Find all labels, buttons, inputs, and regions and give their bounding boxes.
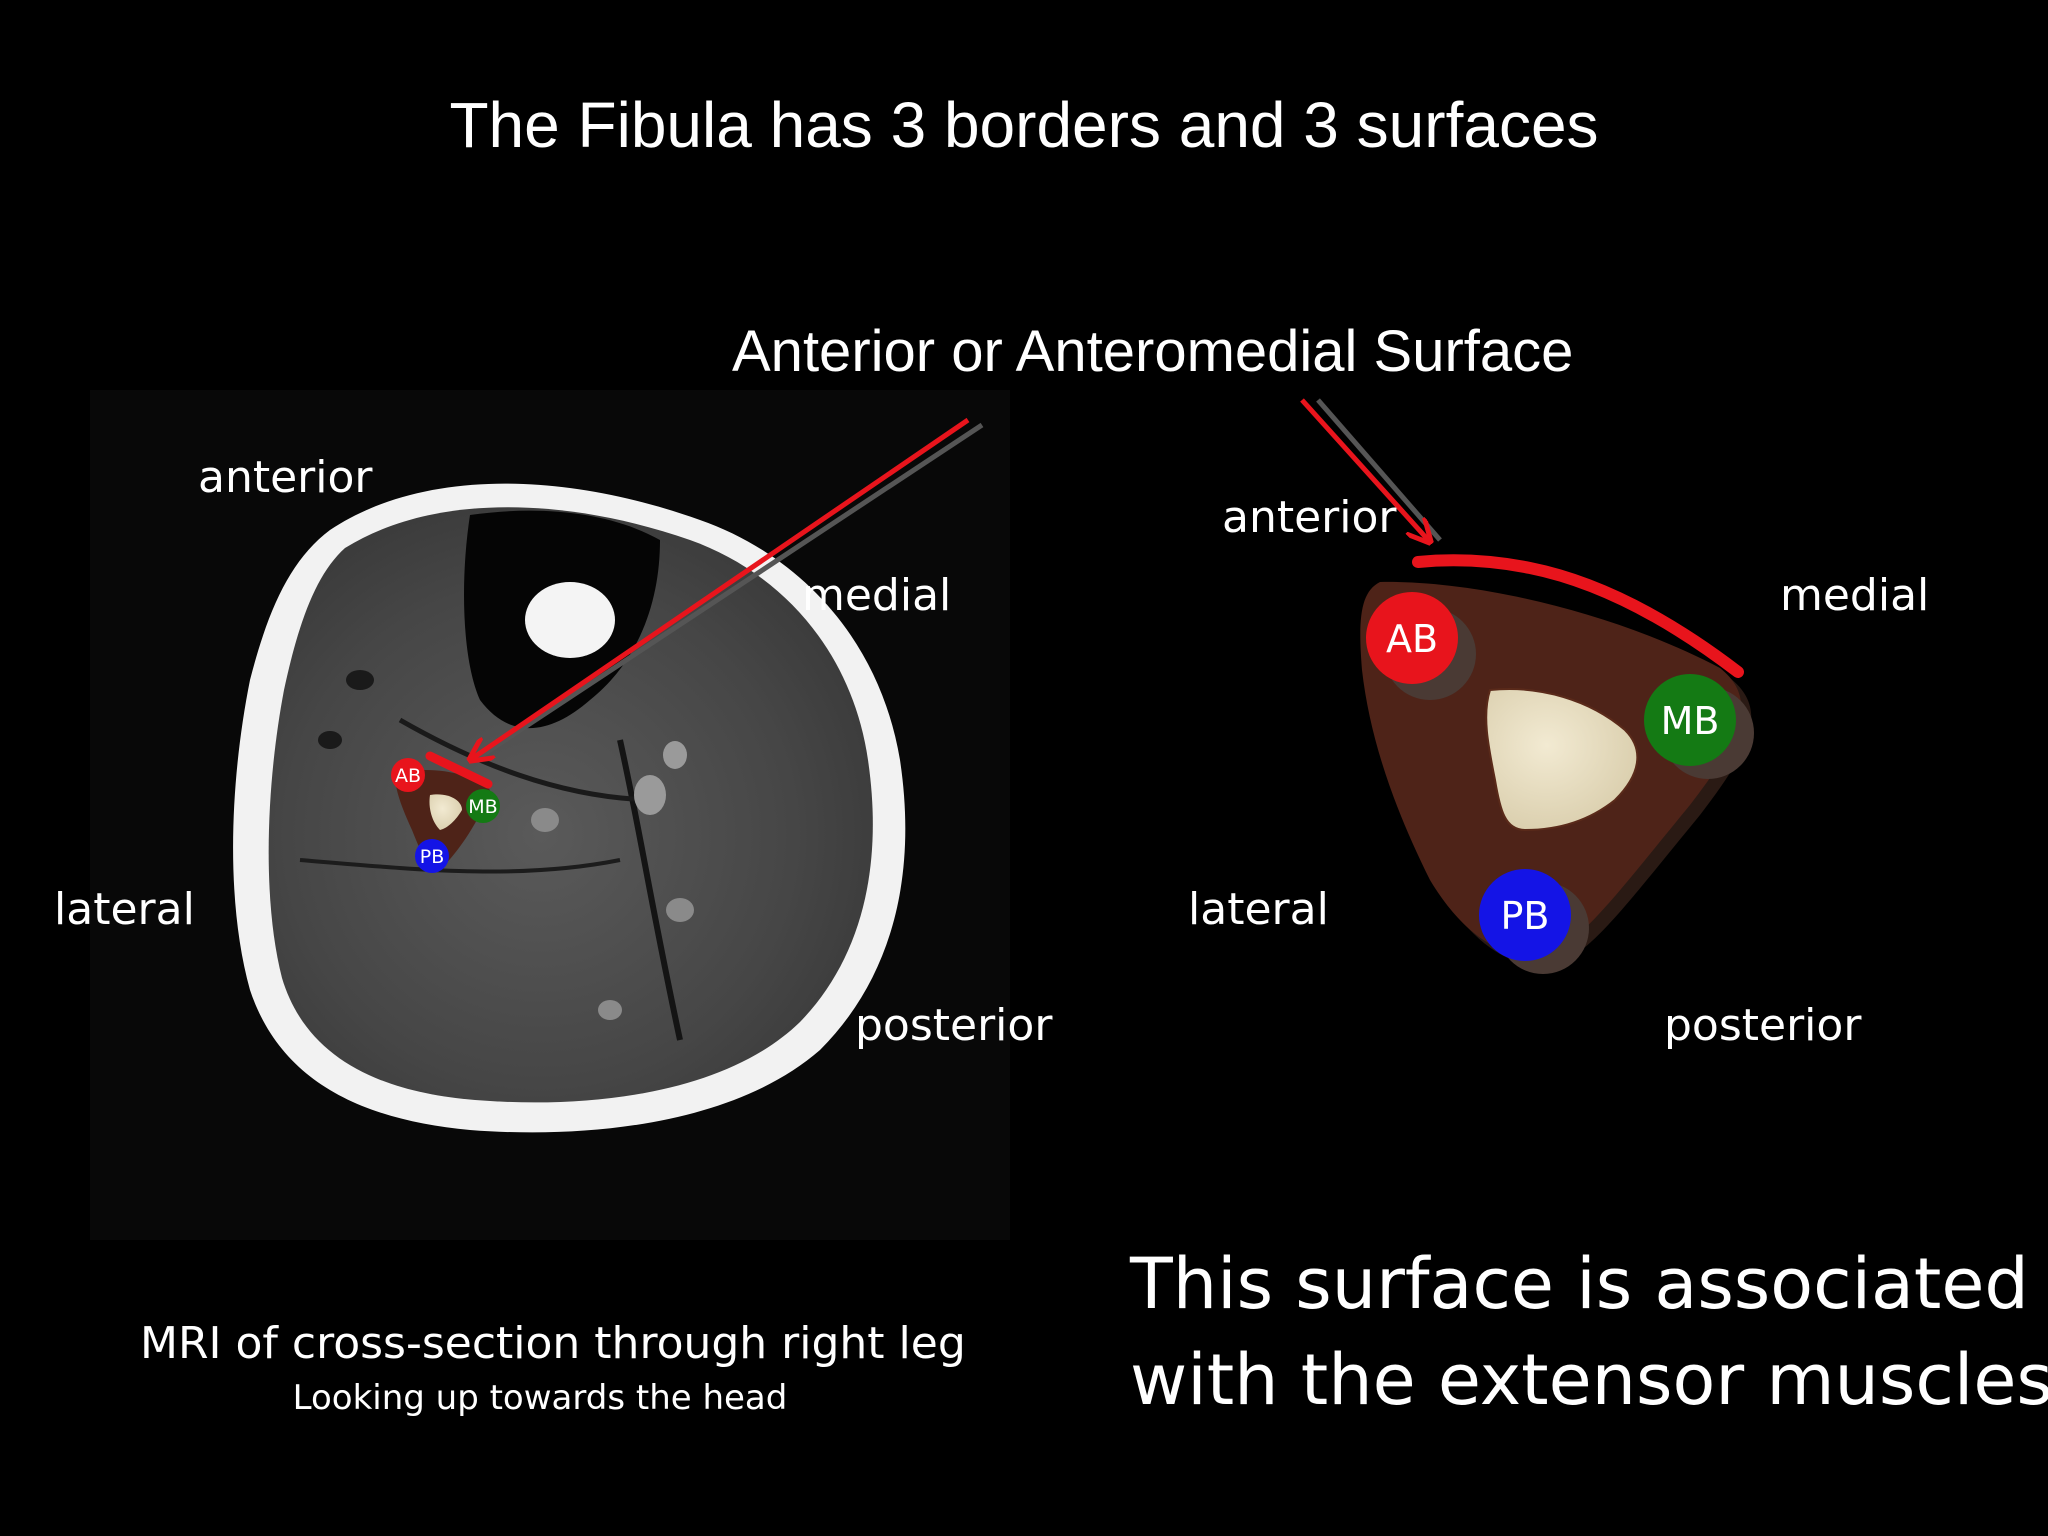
mri-arrow-shadow <box>476 422 984 761</box>
marker-ab-label: AB <box>1386 617 1438 661</box>
note-line-2: with the extensor muscles <box>1130 1339 2048 1421</box>
marker-mb-label: MB <box>1661 699 1720 743</box>
mri-label-anterior: anterior <box>198 452 373 503</box>
schematic-label-lateral: lateral <box>1188 884 1329 935</box>
mri-marker-ab <box>391 758 425 792</box>
mri-vessel <box>634 775 666 815</box>
fibula-marrow <box>1485 688 1639 832</box>
mri-label-posterior: posterior <box>855 1000 1053 1051</box>
mri-vessel <box>598 1000 622 1020</box>
mri-marker-mb <box>466 789 500 823</box>
note-line-1: This surface is associated <box>1130 1243 2029 1325</box>
mri-marker-pb <box>415 839 449 873</box>
mri-marker-pb-label: PB <box>420 846 445 868</box>
schematic-label-anterior: anterior <box>1222 492 1397 543</box>
mri-septum <box>299 858 621 874</box>
mri-tibia-marrow <box>525 582 615 658</box>
mri-surface-highlight <box>425 751 493 789</box>
mri-septum <box>398 717 661 803</box>
mri-caption: MRI of cross-section through right leg <box>140 1318 966 1369</box>
schematic-label-posterior: posterior <box>1664 1000 1862 1051</box>
schematic-pointer-arrow <box>1300 398 1430 542</box>
schematic-arrow-shadow <box>1316 398 1442 542</box>
schematic-label-medial: medial <box>1780 570 1930 621</box>
surface-label: Anterior or Anteromedial Surface <box>732 319 1574 384</box>
mri-vessel <box>346 670 374 690</box>
mri-marker-mb-label: MB <box>468 796 497 818</box>
marker-ab <box>1366 592 1476 700</box>
mri-vessel <box>663 741 687 769</box>
mri-label-lateral: lateral <box>54 884 195 935</box>
slide-title: The Fibula has 3 borders and 3 surfaces <box>449 89 1599 161</box>
mri-label-medial: medial <box>802 570 952 621</box>
mri-vessel <box>531 808 559 832</box>
surface-highlight <box>1412 554 1744 678</box>
mri-vessel <box>666 898 694 922</box>
marker-mb <box>1644 674 1754 779</box>
marker-pb <box>1479 869 1589 974</box>
mri-septum <box>617 739 683 1041</box>
mri-caption-sub: Looking up towards the head <box>292 1378 788 1418</box>
mri-pointer-arrow <box>470 417 970 760</box>
mri-fibula-marrow <box>429 794 462 830</box>
marker-pb-label: PB <box>1501 894 1550 938</box>
mri-vessel <box>318 731 342 749</box>
mri-marker-ab-label: AB <box>395 765 421 787</box>
mri-muscle <box>268 507 873 1103</box>
mri-image <box>90 390 1010 1240</box>
